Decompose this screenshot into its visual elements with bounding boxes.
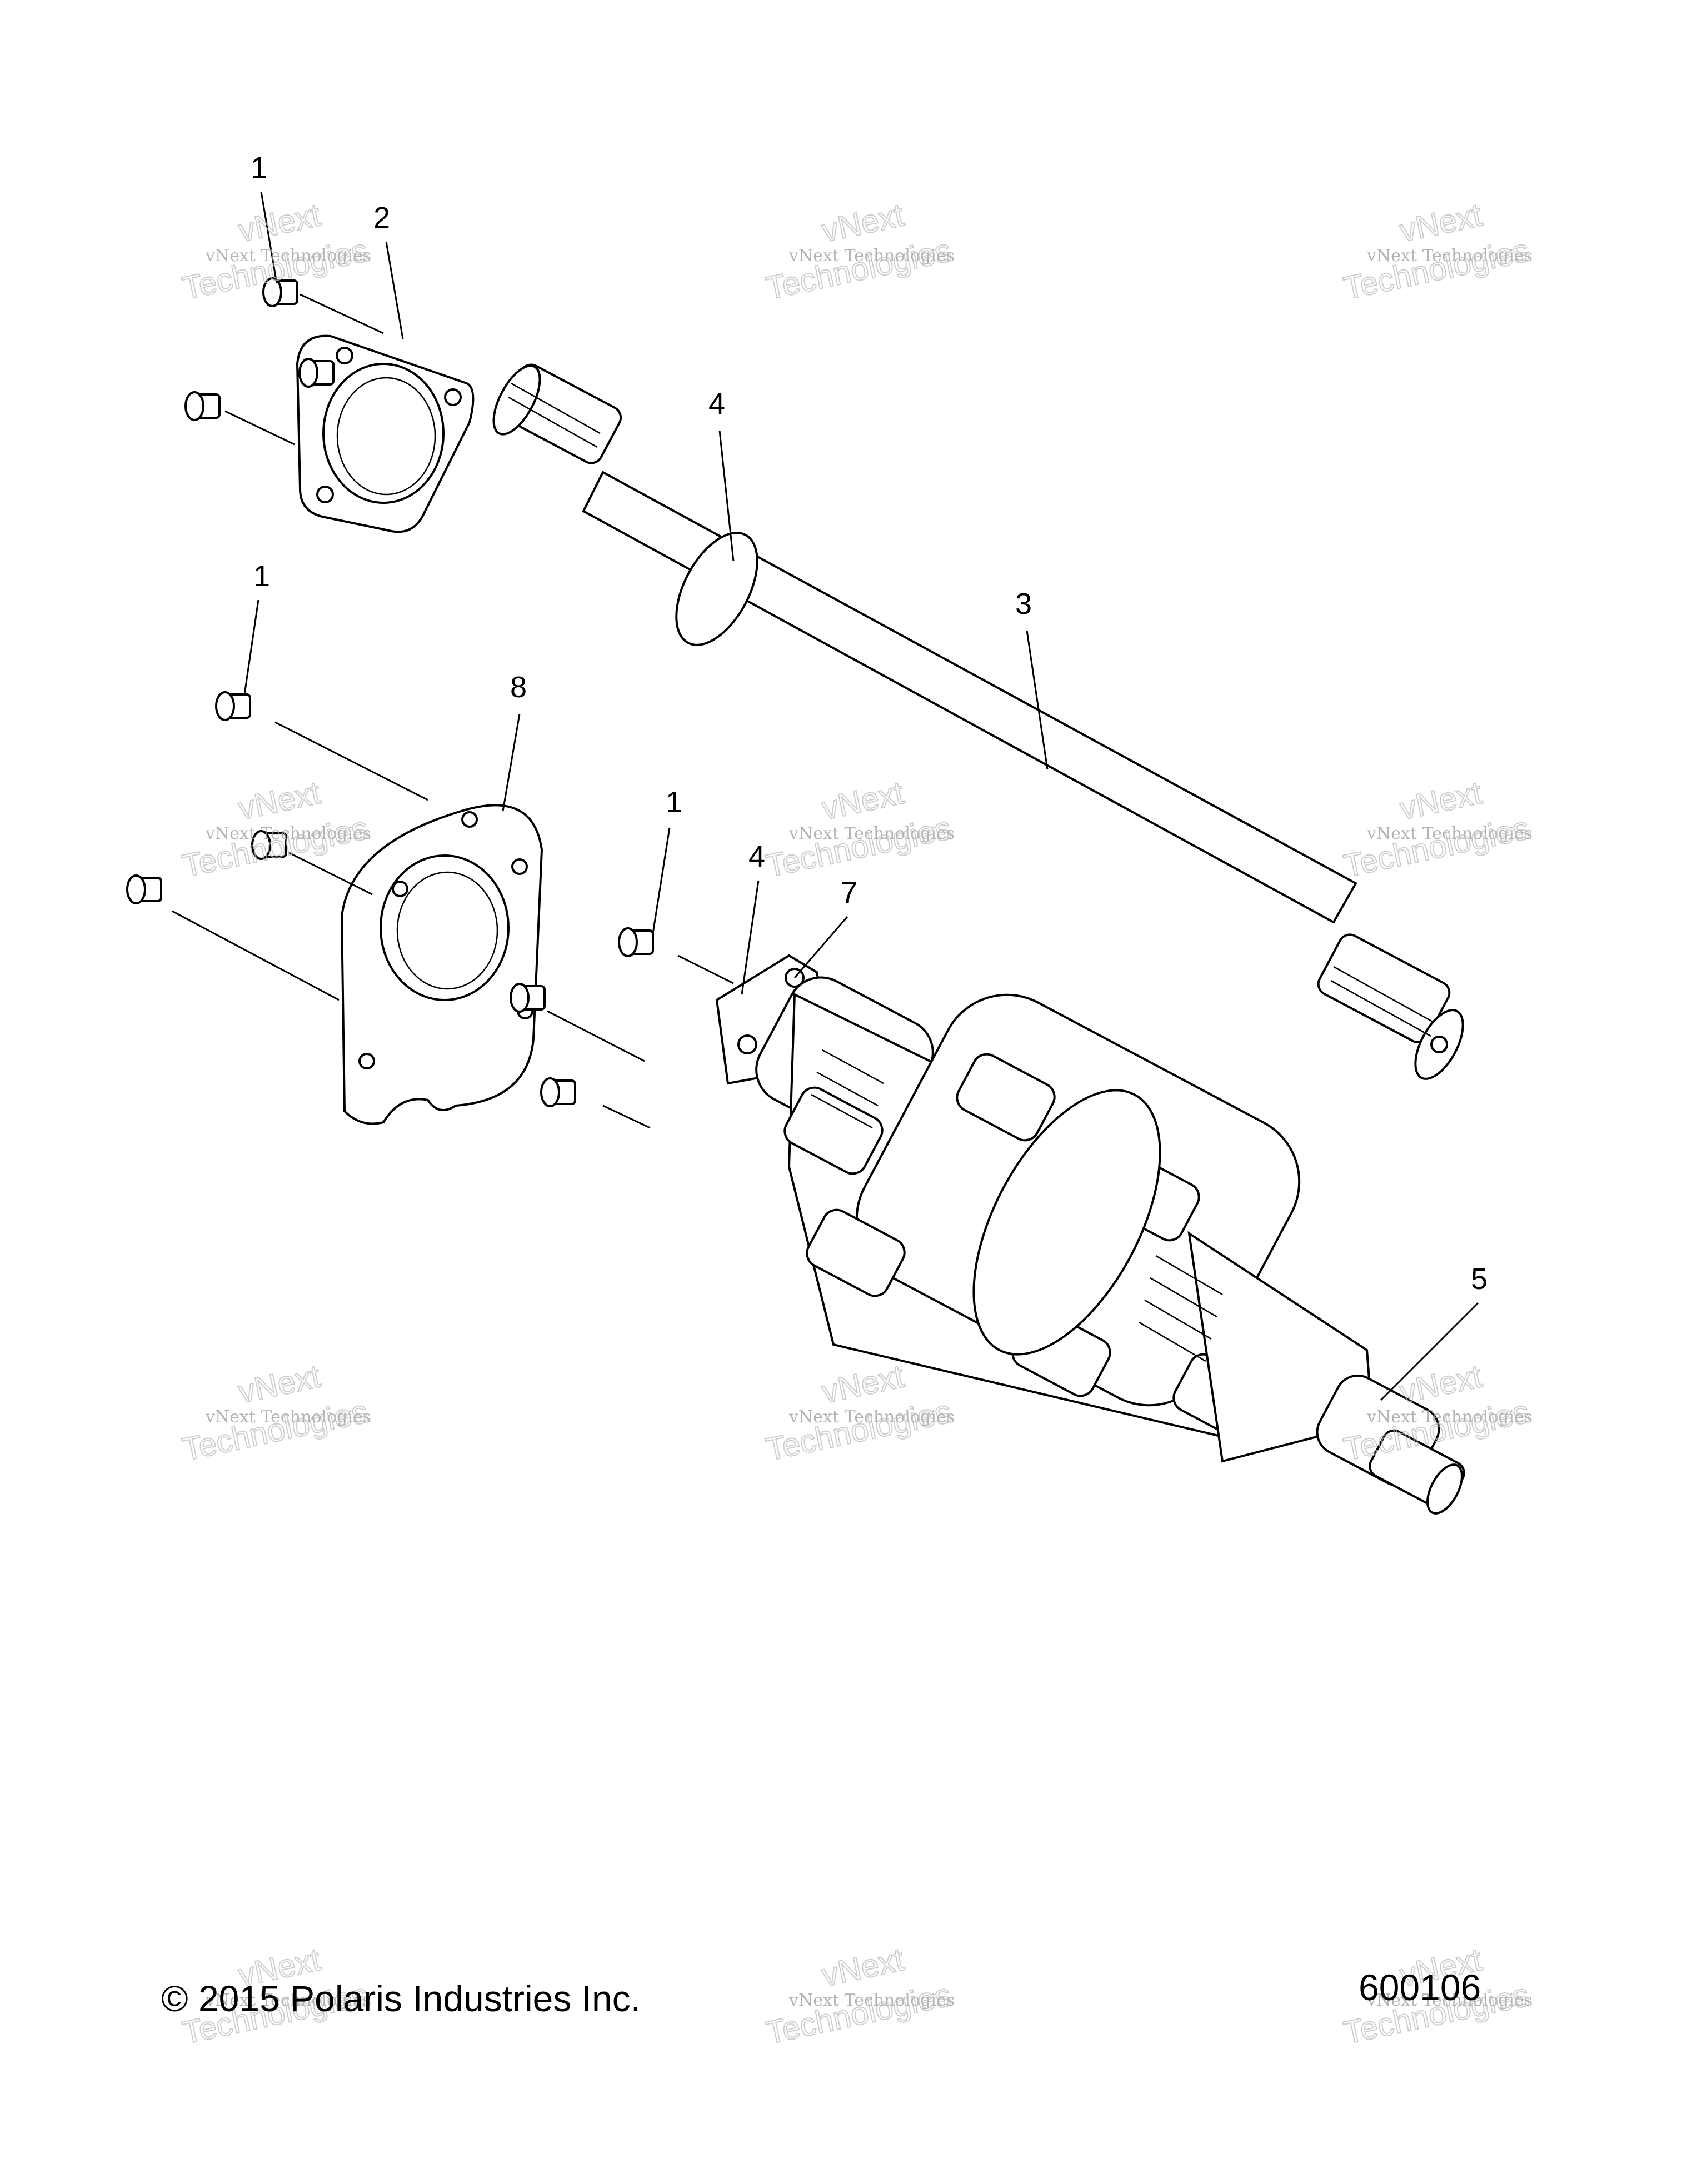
bolt-upper-1 xyxy=(262,277,298,307)
callout-8: 8 xyxy=(510,671,527,704)
svg-text:vNext Technologies: vNext Technologies xyxy=(788,1991,955,2010)
callout-4-upper: 4 xyxy=(708,387,725,421)
copyright-text: © 2015 Polaris Industries Inc. xyxy=(161,1978,641,2019)
callout-5: 5 xyxy=(1471,1262,1488,1296)
svg-text:vNext Technologies: vNext Technologies xyxy=(205,246,371,266)
svg-text:vNext: vNext xyxy=(819,197,907,249)
bolt-upper-3 xyxy=(184,391,221,421)
gear-teeth xyxy=(811,1049,1223,1362)
bolt-lower-2 xyxy=(510,983,546,1013)
svg-text:Technologies: Technologies xyxy=(763,232,955,307)
svg-text:Technologies: Technologies xyxy=(763,810,955,884)
svg-text:vNext: vNext xyxy=(819,1941,907,1993)
callout-1-middle: 1 xyxy=(253,559,270,593)
callout-7: 7 xyxy=(841,876,857,909)
svg-text:Technologies: Technologies xyxy=(1341,810,1533,884)
callout-1-lower: 1 xyxy=(666,786,682,819)
svg-text:Technologies: Technologies xyxy=(763,1393,955,1468)
callout-1-upper: 1 xyxy=(251,151,267,184)
svg-text:vNext Technologies: vNext Technologies xyxy=(205,824,371,843)
svg-text:vNext: vNext xyxy=(819,1358,907,1410)
svg-text:Technologies: Technologies xyxy=(1341,232,1533,307)
svg-text:vNext Technologies: vNext Technologies xyxy=(788,824,955,843)
bearing-flange-plate xyxy=(296,334,475,533)
shaft-splines xyxy=(508,382,1434,1037)
svg-text:vNext Technologies: vNext Technologies xyxy=(1366,824,1533,843)
callout-4-lower: 4 xyxy=(748,840,765,873)
svg-text:vNext Technologies: vNext Technologies xyxy=(788,246,955,266)
watermark-tiles: vNext Technologies Technologies vNext vN… xyxy=(179,196,1533,2052)
svg-text:vNext: vNext xyxy=(1397,774,1485,827)
svg-text:Technologies: Technologies xyxy=(763,1977,955,2051)
bolt-upper-2 xyxy=(298,358,335,388)
mounting-plate xyxy=(340,804,543,1125)
callout-3: 3 xyxy=(1015,587,1032,621)
svg-text:vNext Technologies: vNext Technologies xyxy=(1366,1407,1533,1427)
svg-text:vNext Technologies: vNext Technologies xyxy=(1366,1991,1533,2010)
svg-text:vNext: vNext xyxy=(1397,1358,1485,1410)
svg-text:vNext: vNext xyxy=(1397,197,1485,249)
svg-text:vNext Technologies: vNext Technologies xyxy=(788,1407,955,1427)
svg-text:vNext Technologies: vNext Technologies xyxy=(1366,246,1533,266)
svg-text:vNext: vNext xyxy=(236,1358,324,1410)
svg-text:vNext: vNext xyxy=(819,774,907,827)
bolt-middle-3 xyxy=(126,874,162,904)
figure-number: 600106 xyxy=(1359,1967,1481,2008)
svg-text:vNext Technologies: vNext Technologies xyxy=(205,1407,371,1427)
bolt-middle-2 xyxy=(251,830,287,860)
svg-text:vNext: vNext xyxy=(236,197,324,249)
callout-2: 2 xyxy=(373,201,390,234)
differential-assembly xyxy=(715,954,1465,1515)
axle-shaft xyxy=(492,363,1464,1080)
bolt-lower-3 xyxy=(540,1077,576,1107)
svg-text:Technologies: Technologies xyxy=(179,1393,371,1468)
svg-text:vNext Technologies: vNext Technologies xyxy=(205,1991,371,2010)
bolt-middle-1 xyxy=(215,691,251,721)
svg-text:Technologies: Technologies xyxy=(179,810,371,884)
svg-text:vNext: vNext xyxy=(236,774,324,827)
bolt-lower-1 xyxy=(618,927,654,957)
